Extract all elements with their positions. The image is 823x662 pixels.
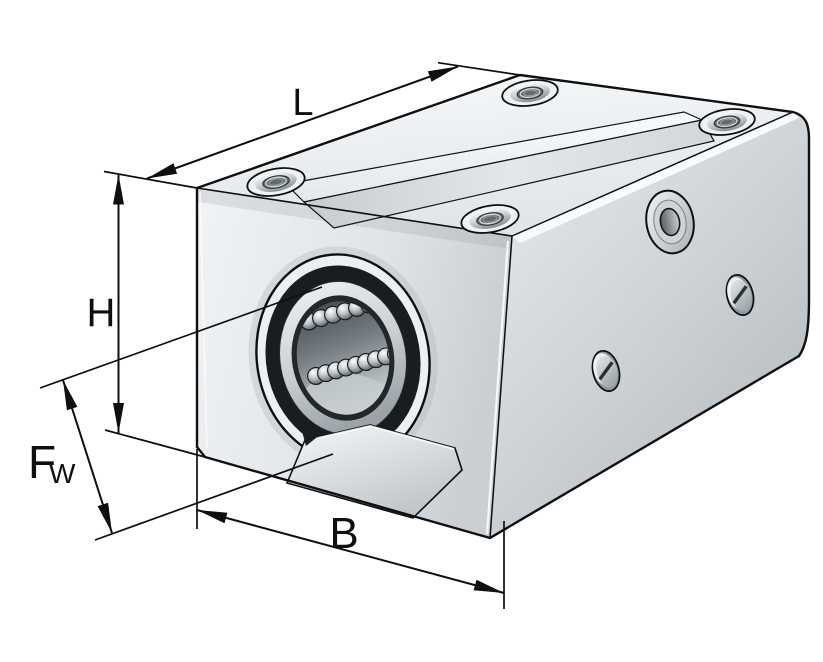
bore-tangent-lower [94,453,334,541]
slot-highlight [304,424,455,450]
top-right-chamfer [512,112,799,243]
rail-front-face [302,119,715,229]
bore-tangent-upper [39,286,323,389]
arrowhead [473,579,504,593]
dim-line [196,509,505,594]
arrowhead [97,502,112,533]
slot-notch [300,424,321,446]
dim-label-FW-sub: W [49,458,76,489]
arrowhead [427,66,458,82]
extension-line [103,170,198,189]
extension-line [437,61,524,77]
counterbored-hole-front-left [246,167,306,197]
counterbored-hole-front-right [460,204,520,234]
front-left-highlight [199,191,208,451]
set-screw-upper [725,274,755,316]
arrowhead [113,174,124,205]
dimension-FW: F W [28,286,334,541]
extension-line [104,429,206,458]
arrowhead [113,403,124,433]
set-screw-lower [591,350,621,392]
dimension-H: H [87,174,206,458]
counterbored-hole-back-right [698,108,756,136]
dim-line [146,65,459,180]
top-mounting-holes [246,79,756,234]
front-top-edge [196,187,513,237]
dim-label-FW-main: F [28,436,56,488]
lubrication-boss [645,189,695,255]
corner-highlight [485,240,510,535]
block-silhouette [195,73,811,540]
arrowhead [197,510,228,524]
arrowhead [147,163,178,179]
front-right-corner-edge [489,235,513,539]
bearing-bore [248,246,438,470]
dimension-B: B [196,449,505,609]
top-right-edge [511,111,794,237]
arrowhead [63,380,78,411]
side-face-features [591,189,755,392]
counterbored-hole-back-left [501,79,559,107]
bottom-slot [285,424,463,519]
dimension-L: L [103,61,524,189]
dim-label-L: L [292,82,313,124]
dim-label-H: H [87,291,116,335]
dim-label-B: B [329,509,358,558]
